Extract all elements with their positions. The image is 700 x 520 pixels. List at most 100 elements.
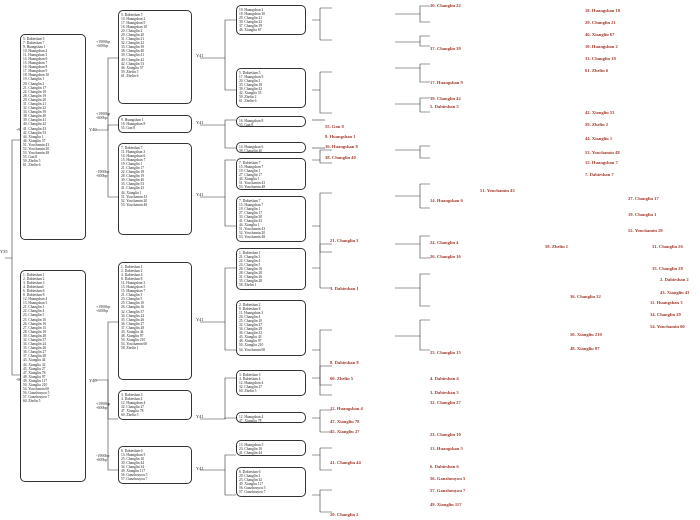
variety-label: 28. Changlin 19 [23, 93, 47, 98]
variety-label: 50. Xiangliu 210 [239, 343, 264, 348]
variety-label: 48. Xiangliu 97 [23, 374, 46, 379]
variety-label: 26. Changlin 16 [23, 321, 47, 326]
result-label: 48. Xiangliu 97 [570, 346, 600, 351]
mid-box-u3b: 7. Dabieshan 7 15. Huangshan 7 19. Chang… [236, 196, 306, 242]
variety-label: 32. Changlin 27 [121, 404, 145, 409]
lower-b2-label: +1900bp-600bp [96, 401, 111, 411]
variety-label: 12. Huangshan 4 [23, 297, 48, 302]
result-label: 38. Changlin 40 [325, 155, 356, 160]
variety-label: 39. Changlin 42 [239, 86, 263, 91]
lower-b3-box: 6. Dabieshan 6 13. Huangshan 5 25. Chang… [118, 446, 192, 484]
variety-label: 16. Huangshan 8 [239, 118, 264, 123]
variety-label: 53. Youchamin 48 [239, 185, 266, 190]
result-label: 21. Changlin 3 [330, 238, 359, 243]
variety-label: 57. Ganzhouyou 7 [121, 477, 148, 482]
result-label: 57. Ganzhouyou 7 [430, 488, 466, 493]
variety-label: 25. Changlin 10 [121, 301, 145, 306]
variety-label: 8. Dabieshan 8 [239, 306, 261, 311]
result-label: 42. Xiangliu 53 [585, 110, 615, 115]
variety-label: 26. Changlin 16 [121, 305, 145, 310]
result-label: 61. Zhelin 6 [585, 68, 609, 73]
variety-label: 14. Huangshan 6 [239, 144, 264, 149]
result-label: 35. Changlin 28 [652, 266, 683, 271]
variety-label: 14. Huangshan 6 [121, 153, 146, 158]
upper-b2-label: +1900bp-600bp [96, 111, 111, 121]
variety-label: 51. Youchamin 43 [239, 227, 266, 232]
variety-label: 51. Youchamin 43 [23, 142, 50, 147]
variety-label: 40. Changlin 42 [23, 122, 47, 127]
upper-b1-marker: Y41 [196, 53, 204, 58]
variety-label: 20. Changlin 2 [239, 78, 261, 83]
variety-label: 61. Zhelin 6 [23, 163, 41, 168]
result-label: 12. Huangshan 4 [330, 406, 363, 411]
variety-label: 43. Xiangliu 43 [239, 335, 262, 340]
variety-label: 53. Youchamin 48 [121, 202, 148, 207]
variety-label: 19. Changlin 1 [23, 77, 45, 82]
variety-label: 55. Gan 8 [239, 122, 254, 127]
variety-label: 10. Huangshan 2 [239, 7, 264, 12]
variety-label: 39. Changlin 41 [23, 118, 47, 123]
variety-label: 15. Huangshan 7 [121, 157, 146, 162]
variety-label: 6. Dabieshan 6 [23, 288, 45, 293]
variety-label: 55. Gan 8 [23, 155, 38, 160]
result-label: 51. Youchamin 43 [480, 188, 515, 193]
variety-label: 37. Changlin 39 [239, 23, 263, 28]
result-label: 44. Xiangliu 1 [585, 136, 613, 141]
variety-label: 42. Changlin 53 [121, 61, 145, 66]
variety-label: 21. Changlin 3 [239, 254, 261, 259]
variety-label: 52. Youchamin 20 [121, 198, 148, 203]
variety-label: 32. Changlin 27 [239, 322, 263, 327]
variety-label: 50. Xiangliu 210 [121, 338, 146, 343]
variety-label: 30. Changlin 28 [23, 333, 47, 338]
result-label: 52. Youchamin 20 [628, 228, 663, 233]
result-label: 2. Dabieshan 2 [660, 277, 689, 282]
result-label: 49. Xiangliu 117 [430, 502, 462, 507]
variety-label: 53. Youchamin 48 [23, 151, 50, 156]
variety-label: 35. Changlin 26 [121, 317, 145, 322]
variety-label: 32. Changlin 22 [121, 41, 145, 46]
variety-label: 13. Huangshan 5 [121, 452, 146, 457]
variety-label: 49. Xiangliu 117 [121, 468, 146, 473]
variety-label: 10. Huangshan 2 [121, 16, 146, 21]
variety-label: 11. Huangshan 3 [23, 52, 48, 57]
variety-label: 23. Changlin 5 [23, 313, 45, 318]
lower-b2-marker: Y41 [196, 414, 204, 419]
variety-label: 28. Changlin 19 [121, 174, 145, 179]
variety-label: 21. Changlin 17 [23, 85, 47, 90]
variety-label: 2. Dabieshan 2 [121, 268, 143, 273]
variety-label: 6. Dabieshan 6 [239, 469, 261, 474]
variety-label: 28. Changlin 18 [23, 329, 47, 334]
variety-label: 12. Huangshan 4 [121, 400, 146, 405]
variety-label: 7. Dabieshan 7 [239, 160, 261, 165]
result-label: 54. Youchamin 60 [650, 324, 685, 329]
variety-label: 57. Ganzhouyou 7 [239, 489, 266, 494]
upper-b2-box: 9. Huangshan 1 16. Huangshan 8 55. Gan 8 [118, 115, 192, 133]
variety-label: 6. Dabieshan 6 [121, 448, 143, 453]
mid-box-u1a: 10. Huangshan 2 18. Huangshan 10 29. Cha… [236, 5, 306, 35]
variety-label: 40. Changlin 42 [121, 57, 145, 62]
variety-label: 54. Youchamin 60 [23, 387, 50, 392]
mid-box-l2a: 3. Dabieshan 3 4. Dabieshan 4 12. Huangs… [236, 370, 306, 396]
upper-b2-marker: Y41 [196, 120, 204, 125]
variety-label: 15. Huangshan 7 [239, 202, 264, 207]
variety-label: 18. Huangshan 10 [23, 73, 50, 78]
result-label: 8. Dabieshan 8 [330, 360, 359, 365]
upper-group-box: 5. Dabieshan 5 7. Dabieshan 7 9. Huangsh… [20, 34, 86, 240]
variety-label: 42. Changlin 53 [23, 130, 47, 135]
variety-label: 13. Huangshan 5 [239, 442, 264, 447]
variety-label: 33. Changlin 39 [121, 45, 145, 50]
result-label: 33. Changlin 18 [585, 56, 616, 61]
result-label: 27. Changlin 17 [628, 196, 659, 201]
variety-label: 32. Changlin 37 [23, 338, 47, 342]
variety-label: 10. Huangshan 2 [23, 48, 48, 53]
variety-label: 60. Zhelin 5 [239, 388, 257, 393]
result-label: 55. Gan 8 [325, 124, 344, 129]
variety-label: 57. Ganzhouyou 7 [23, 395, 50, 400]
variety-label: 13. Huangshan 5 [121, 284, 146, 289]
upper-b1-label: +1900bp+600bp [96, 39, 111, 49]
variety-label: 4. Dabieshan 4 [121, 272, 143, 277]
variety-label: 38. Changlin 40 [121, 49, 145, 54]
variety-label: 21. Changlin 3 [121, 293, 143, 298]
variety-label: 37. Changlin 28 [121, 325, 145, 330]
variety-label: 29. Changlin 20 [23, 97, 47, 102]
